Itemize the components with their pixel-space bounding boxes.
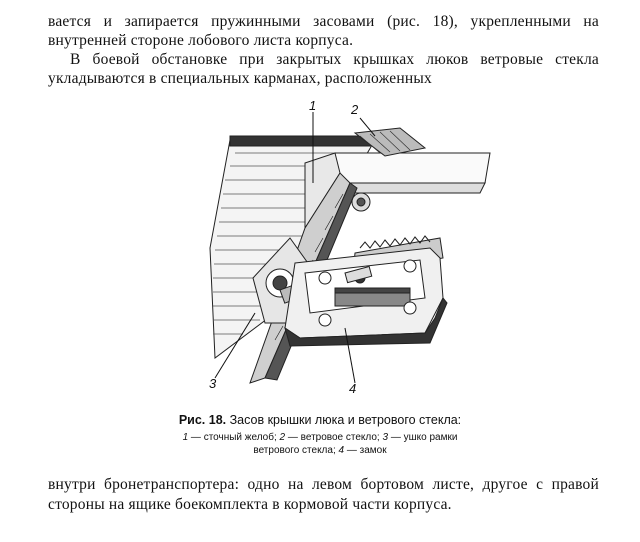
legend-item-3b: ветрового стекла; — [253, 445, 339, 456]
paragraph-top: вается и запирается пружинными засовами … — [48, 13, 599, 49]
legend-item-3a: — ушко рамки — [390, 432, 458, 443]
legend-num-4: 4 — [338, 445, 345, 456]
figure-caption-title: Рис. 18. Засов крышки люка и ветрового с… — [110, 413, 530, 427]
legend-line-2: ветрового стекла; 4 — замок — [110, 444, 530, 457]
callout-3: 3 — [209, 376, 217, 391]
figure-caption-text: Засов крышки люка и ветрового стекла: — [229, 413, 462, 427]
paragraph-bottom: внутри бронетранспортера: одно на левом … — [48, 476, 599, 513]
callout-leaders — [214, 112, 376, 384]
legend-item-4: — замок — [346, 445, 387, 456]
legend-line-1: 1 — сточный желоб; 2 — ветровое стекло; … — [110, 431, 530, 444]
legend-item-1: — сточный желоб; — [190, 432, 280, 443]
legend-num-1: 1 — [182, 432, 189, 443]
figure-legend: 1 — сточный желоб; 2 — ветровое стекло; … — [110, 431, 530, 457]
legend-item-2: — ветровое стекло; — [287, 432, 383, 443]
callout-4: 4 — [349, 381, 357, 396]
hinge-bolt — [351, 192, 371, 212]
hatch-cover-plate — [319, 127, 491, 194]
legend-num-3: 3 — [382, 432, 389, 443]
latch-drawing — [209, 112, 491, 384]
figure-caption-label: Рис. 18. — [178, 413, 227, 427]
figure-18-illustration: 1 2 3 4 — [185, 98, 505, 398]
legend-num-2: 2 — [279, 432, 286, 443]
callout-2: 2 — [351, 102, 359, 117]
paragraph-windshield: В боевой обстановке при закрытых крышках… — [48, 51, 599, 87]
lock-housing — [284, 247, 448, 347]
callout-1: 1 — [309, 98, 317, 113]
